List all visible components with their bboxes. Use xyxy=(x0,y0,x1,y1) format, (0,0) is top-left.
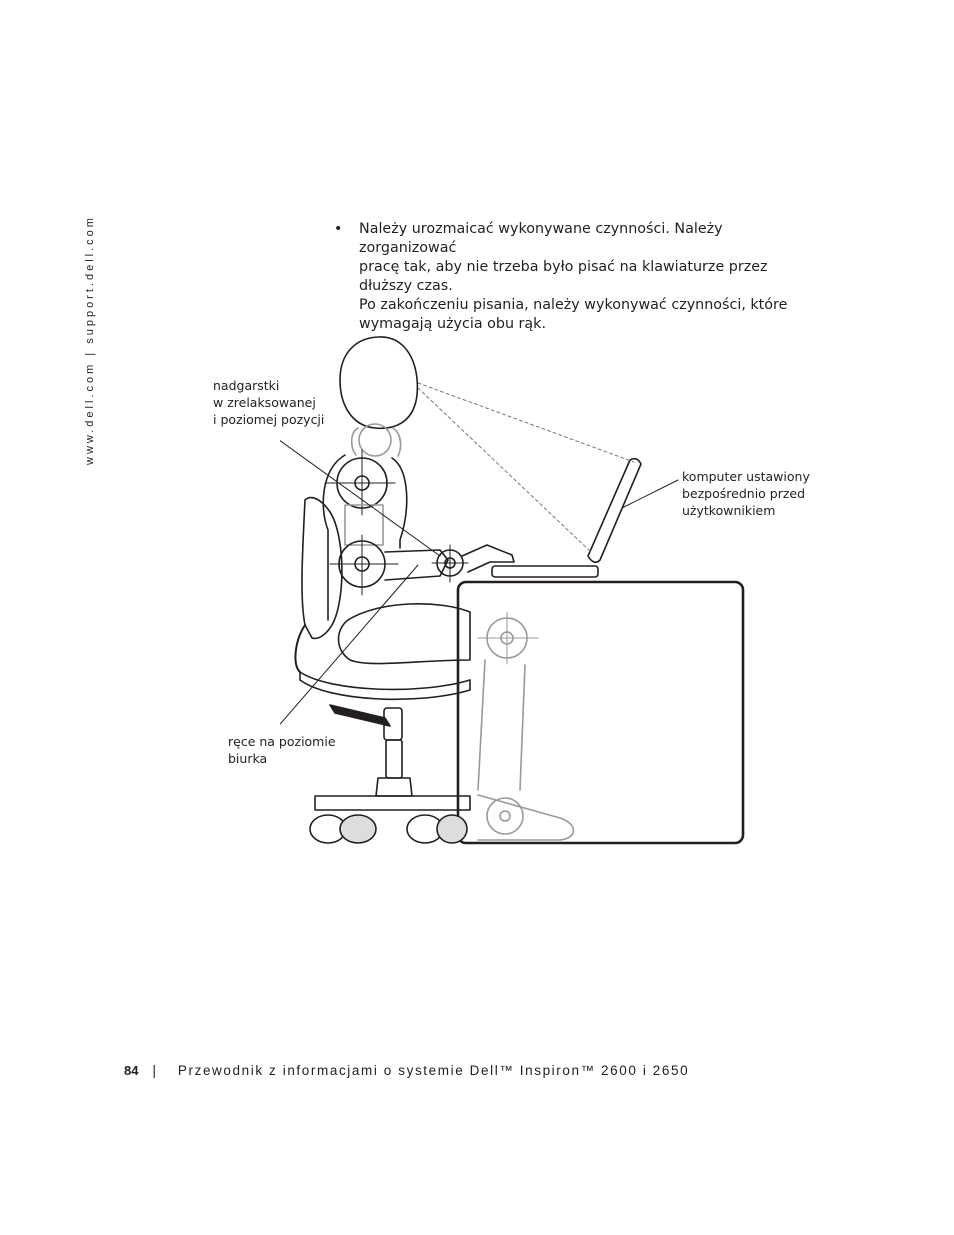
callout-line: biurka xyxy=(228,751,268,766)
callout-line: ręce na poziomie xyxy=(228,734,336,749)
torso xyxy=(322,454,408,621)
chair-wheel xyxy=(339,814,377,844)
thigh xyxy=(337,603,471,665)
callout-wrists: nadgarstki w zrelaksowanej i poziomej po… xyxy=(213,377,324,428)
foot xyxy=(477,794,575,841)
bullet-line: wymagają użycia obu rąk. xyxy=(359,316,547,332)
laptop-base xyxy=(491,565,599,578)
sight-lines xyxy=(417,382,635,554)
bullet-line: Należy urozmaicać wykonywane czynności. … xyxy=(359,221,723,256)
leader-computer xyxy=(621,479,679,509)
callout-line: użytkownikiem xyxy=(682,503,776,518)
side-url: www.dell.com | support.dell.com xyxy=(84,215,96,465)
callout-computer: komputer ustawiony bezpośrednio przed uż… xyxy=(682,468,810,519)
footer-separator: | xyxy=(152,1062,156,1078)
chair-lever xyxy=(329,704,391,727)
callout-line: i poziomej pozycji xyxy=(213,412,325,427)
desk xyxy=(456,580,745,845)
chair-back xyxy=(301,496,343,640)
callout-line: bezpośrednio przed xyxy=(682,486,806,501)
chair-base xyxy=(314,795,471,811)
chair-seat xyxy=(299,671,471,701)
ergonomic-posture-illustration xyxy=(280,336,745,845)
bullet-item: • Należy urozmaicać wykonywane czynności… xyxy=(334,220,824,334)
lower-leg xyxy=(477,659,526,791)
leader-hands xyxy=(280,564,419,725)
callout-line: w zrelaksowanej xyxy=(213,395,316,410)
laptop-screen xyxy=(587,457,642,564)
callout-hands: ręce na poziomie biurka xyxy=(228,733,336,767)
page-footer: 84 | Przewodnik z informacjami o systemi… xyxy=(124,1062,689,1078)
bullet-dot: • xyxy=(334,221,343,237)
callout-line: nadgarstki xyxy=(213,378,280,393)
bullet-line: Po zakończeniu pisania, należy wykonywać… xyxy=(359,297,788,313)
callout-line: komputer ustawiony xyxy=(682,469,810,484)
footer-title: Przewodnik z informacjami o systemie Del… xyxy=(177,1063,690,1078)
chair-wheel xyxy=(436,814,468,844)
bullet-line: pracę tak, aby nie trzeba było pisać na … xyxy=(359,259,768,294)
hand xyxy=(461,544,515,573)
leader-wrists xyxy=(280,440,441,557)
page-number: 84 xyxy=(124,1063,139,1078)
forearm xyxy=(384,549,449,581)
bullet-text: Należy urozmaicać wykonywane czynności. … xyxy=(359,220,824,334)
head xyxy=(339,336,419,430)
